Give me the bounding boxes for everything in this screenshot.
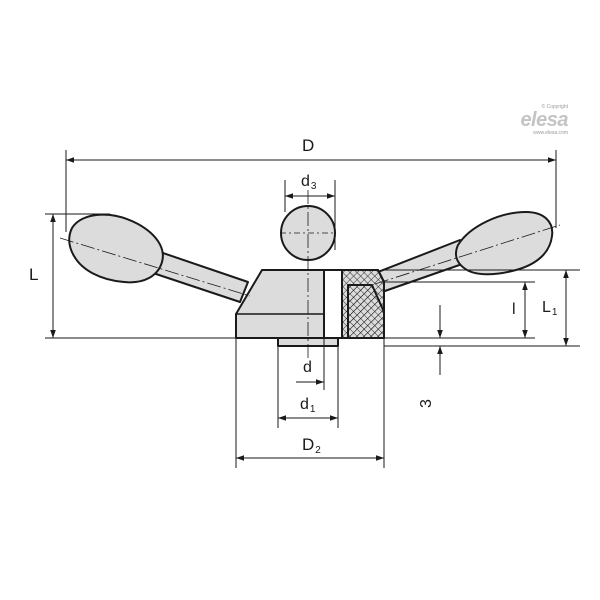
- label-l: l: [512, 301, 516, 318]
- left-arm-centerline: [59, 237, 251, 297]
- centerlines: [59, 190, 561, 360]
- copyright-text: © Copyright: [541, 104, 568, 110]
- brand-block: © Copyright elesa www.elesa.com: [496, 104, 568, 136]
- wing-nut-part: [68, 205, 554, 347]
- left-arm-rod: [149, 251, 249, 303]
- label-D: D: [302, 136, 315, 155]
- dimension-lines: [45, 150, 580, 468]
- left-knob: [68, 213, 164, 284]
- thread-insert: [347, 284, 385, 339]
- right-arm-centerline: [374, 224, 561, 285]
- label-L: L: [29, 265, 39, 284]
- right-arm-rod: [377, 239, 469, 293]
- label-3: 3: [418, 399, 435, 408]
- label-L1: L1: [542, 299, 558, 318]
- brand-url: www.elesa.com: [533, 130, 568, 136]
- label-d: d: [303, 359, 312, 376]
- label-D2: D2: [302, 435, 321, 456]
- elesa-logo: elesa: [520, 109, 568, 131]
- label-d3: d3: [301, 173, 317, 192]
- label-d1: d1: [300, 396, 316, 415]
- bore-section: [323, 269, 343, 339]
